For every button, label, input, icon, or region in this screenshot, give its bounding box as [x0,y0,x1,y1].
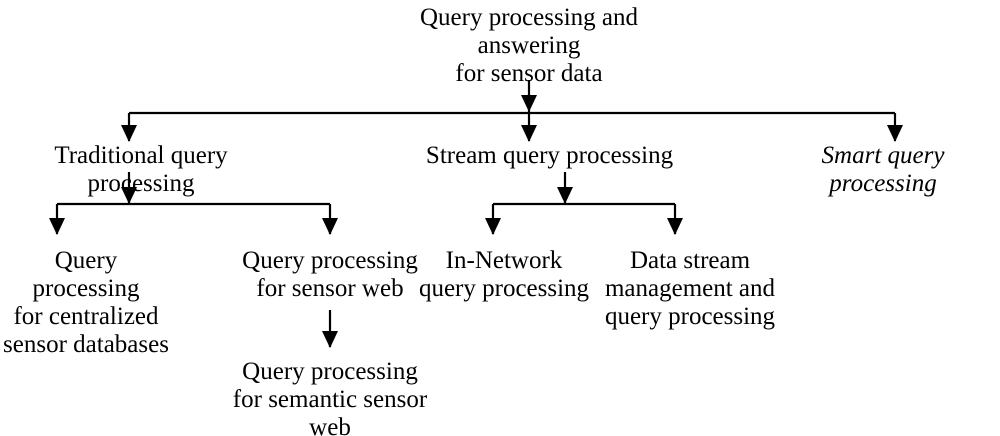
arrowhead-semantic [322,331,338,348]
node-query-processing-centralized-sensor-databases: Query processing for centralized sensor … [3,247,169,358]
node-root: Query processing and answering for senso… [420,4,638,87]
arrowhead-innetwork [485,218,501,235]
node-query-processing-semantic-sensor-web: Query processing for semantic sensor web [232,358,428,436]
node-traditional-query-processing: Traditional query processing [54,142,228,197]
arrowhead-stream-stem [557,187,573,204]
arrowhead-smart [887,125,903,142]
node-smart-query-processing: Smart query processing [821,142,945,197]
arrowhead-sensorweb [322,218,338,235]
node-data-stream-management-query-processing: Data stream management and query process… [604,247,776,330]
node-stream-query-processing: Stream query processing [425,142,674,169]
node-query-processing-sensor-web: Query processing for sensor web [242,247,418,302]
arrowhead-stream [521,125,537,142]
arrowhead-datastream [667,218,683,235]
arrowhead-root-stem [521,95,537,112]
node-in-network-query-processing: In-Network query processing [418,247,590,302]
arrowhead-centralized [49,218,65,235]
arrowhead-traditional [121,125,137,142]
